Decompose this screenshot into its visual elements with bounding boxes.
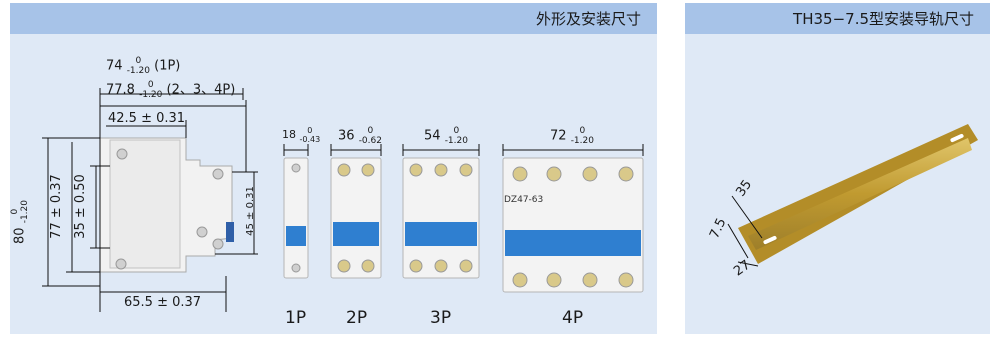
- dim-45-label: 45 ± 0.31: [244, 186, 256, 236]
- right-panel: TH35−7.5型安装导轨尺寸: [685, 3, 990, 334]
- dim-74-label: 74 0 -1.20 (1P): [106, 56, 180, 76]
- breaker-1p-tol-lower: -0.43: [299, 135, 321, 144]
- dim-80-tol-upper: 0: [9, 208, 20, 215]
- breaker-model-text: DZ47-63: [504, 195, 544, 205]
- pole-label-4p: 4P: [562, 308, 584, 328]
- dim-77-label: 77 ± 0.37: [48, 174, 64, 239]
- breaker-3p-tol-upper: 0: [453, 126, 460, 136]
- breaker-1p-tol-upper: 0: [307, 126, 313, 135]
- left-panel-header: 外形及安装尺寸: [10, 3, 657, 34]
- dim-80-tol-lower: -1.20: [19, 200, 30, 224]
- breaker-4p-width: 72 0 -1.20: [550, 126, 594, 146]
- breaker-2p: [330, 157, 382, 279]
- dim-77-8-value: 77.8: [106, 82, 135, 98]
- dim-74-note: (1P): [154, 58, 181, 74]
- breaker-1p-width: 18 0 -0.43: [282, 126, 320, 144]
- breaker-3p-tol-lower: -1.20: [444, 136, 468, 146]
- breaker-3p-width-value: 54: [424, 128, 441, 144]
- breaker-4p-tol-lower: -1.20: [570, 136, 594, 146]
- breaker-2p-tol-upper: 0: [367, 126, 374, 136]
- breaker-4p-width-value: 72: [550, 128, 567, 144]
- side-dimension-lines: [42, 88, 258, 312]
- breaker-2p-width-value: 36: [338, 128, 355, 144]
- breaker-3p-width: 54 0 -1.20: [424, 126, 468, 146]
- right-panel-title: TH35−7.5型安装导轨尺寸: [793, 10, 974, 28]
- breaker-4p: [502, 157, 644, 293]
- dim-35-label: 35 ± 0.50: [72, 174, 88, 239]
- dim-42-5-label: 42.5 ± 0.31: [108, 111, 186, 126]
- rail-dimension-lines: [727, 195, 763, 267]
- din-rail: [738, 124, 978, 264]
- dim-74-tol-lower: -1.20: [126, 66, 150, 76]
- dim-65-5-label: 65.5 ± 0.37: [124, 295, 202, 310]
- breaker-2p-width: 36 0 -0.62: [338, 126, 382, 146]
- dim-74-value: 74: [106, 58, 123, 74]
- breaker-1p: [283, 157, 309, 279]
- dim-80-value: 80: [12, 227, 28, 244]
- breaker-width-lines: [283, 144, 644, 156]
- pole-label-2p: 2P: [346, 308, 368, 328]
- dim-77-8-note: (2、3、4P): [166, 82, 236, 98]
- breaker-side-view: [99, 137, 234, 273]
- dim-80-label: 80 0 -1.20: [10, 200, 30, 244]
- breaker-1p-width-value: 18: [282, 128, 296, 141]
- dim-77-8-tol-lower: -1.20: [139, 90, 163, 100]
- dim-74-tol-upper: 0: [135, 56, 142, 66]
- breaker-3p: [402, 157, 480, 279]
- dim-77-8-tol-upper: 0: [147, 80, 154, 90]
- right-panel-header: TH35−7.5型安装导轨尺寸: [685, 3, 990, 34]
- pole-label-3p: 3P: [430, 308, 452, 328]
- pole-label-1p: 1P: [285, 308, 307, 328]
- left-panel-title: 外形及安装尺寸: [535, 10, 641, 28]
- breaker-4p-tol-upper: 0: [579, 126, 586, 136]
- dim-77-8-label: 77.8 0 -1.20 (2、3、4P): [106, 80, 235, 100]
- breaker-2p-tol-lower: -0.62: [358, 136, 382, 146]
